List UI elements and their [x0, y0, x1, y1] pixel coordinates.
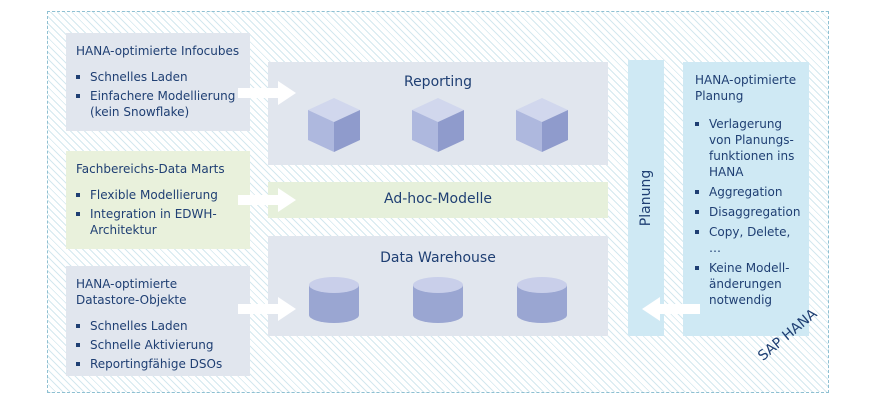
reporting-box: Reporting — [268, 62, 608, 165]
left-box-title: Fachbereichs-Data Marts — [76, 162, 225, 176]
left-box-list: Schnelles Laden Schnelle Aktivierung Rep… — [76, 318, 240, 372]
list-item: Aggregation — [695, 184, 801, 200]
planung-label: Planung — [638, 169, 655, 227]
left-box-list: Schnelles Laden Einfachere Modellierung … — [76, 69, 240, 120]
list-item: Einfachere Modellierung (kein Snowflake) — [76, 88, 240, 120]
arrow-right-icon — [238, 188, 296, 212]
list-item: Copy, Delete, … — [695, 224, 801, 256]
warehouse-title: Data Warehouse — [380, 250, 496, 266]
left-box-list: Flexible Modellierung Integration in EDW… — [76, 187, 240, 238]
list-item: Schnelles Laden — [76, 69, 240, 85]
planung-label-wrap: Planung — [628, 60, 664, 336]
cube-icon — [412, 98, 464, 152]
cube-icon — [308, 98, 360, 152]
list-item: Integration in EDWH-Architektur — [76, 206, 240, 238]
list-item: Keine Modell-änderungen notwendig — [695, 260, 801, 308]
list-item: Flexible Modellierung — [76, 187, 240, 203]
list-item: Disaggregation — [695, 204, 801, 220]
left-box-infocubes: HANA-optimierte Infocubes Schnelles Lade… — [66, 33, 250, 131]
arrow-right-icon — [238, 81, 296, 105]
arrow-right-icon — [238, 297, 296, 321]
left-box-datastore: HANA-optimierte Datastore-Objekte Schnel… — [66, 266, 250, 376]
adhoc-title: Ad-hoc-Modelle — [384, 191, 492, 207]
list-item: Schnelle Aktivierung — [76, 337, 240, 353]
right-box-title: HANA-optimierte Planung — [695, 73, 797, 103]
left-box-data-marts: Fachbereichs-Data Marts Flexible Modelli… — [66, 151, 250, 249]
list-item: Reportingfähige DSOs — [76, 356, 240, 372]
warehouse-box: Data Warehouse — [268, 236, 608, 336]
left-box-title: HANA-optimierte Infocubes — [76, 44, 240, 58]
left-box-title: HANA-optimierte Datastore-Objekte — [76, 277, 187, 307]
reporting-title: Reporting — [403, 74, 473, 90]
arrow-left-icon — [642, 297, 700, 321]
list-item: Schnelles Laden — [76, 318, 240, 334]
right-box-list: Verlagerung von Planungs-funktionen ins … — [695, 116, 801, 308]
database-icon — [309, 277, 359, 323]
database-icon — [517, 277, 567, 323]
adhoc-box: Ad-hoc-Modelle — [268, 182, 608, 218]
database-icon — [413, 277, 463, 323]
list-item: Verlagerung von Planungs-funktionen ins … — [695, 116, 801, 180]
cube-icon — [516, 98, 568, 152]
right-box-planung: HANA-optimierte Planung Verlagerung von … — [683, 62, 809, 336]
planung-bar — [628, 60, 664, 336]
